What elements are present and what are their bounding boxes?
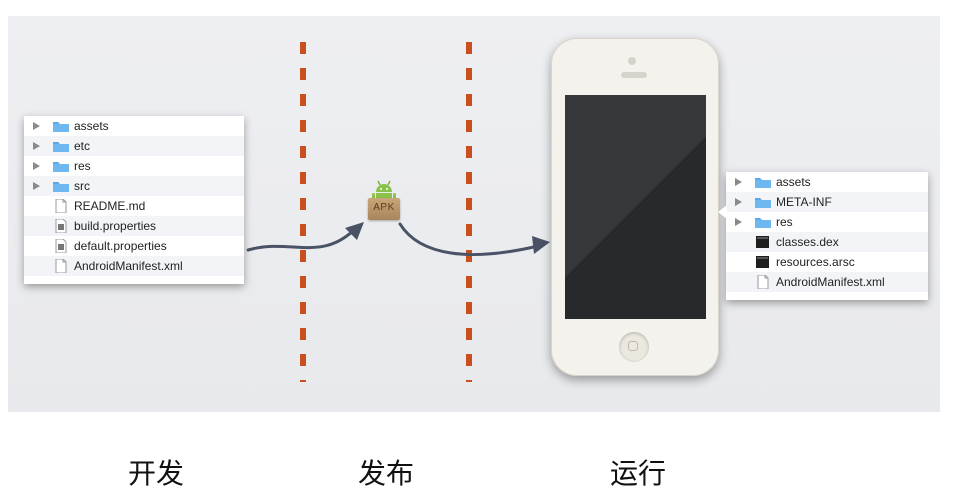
stage-divider-right <box>466 42 472 382</box>
tree-row-label: AndroidManifest.xml <box>74 259 183 273</box>
tree-row-label: resources.arsc <box>776 255 855 269</box>
disclosure-triangle-icon[interactable] <box>33 122 40 130</box>
apk-box: APK <box>368 198 400 220</box>
tree-row[interactable]: resources.arsc <box>726 252 928 272</box>
caption-run: 运行 <box>610 457 667 490</box>
home-button-icon <box>628 341 638 351</box>
tree-row[interactable]: META-INF <box>726 192 928 212</box>
tree-row[interactable]: default.properties <box>24 236 244 256</box>
tree-row-label: META-INF <box>776 195 832 209</box>
android-robot-icon <box>372 180 396 200</box>
binary-file-icon <box>754 255 772 269</box>
tree-row[interactable]: src <box>24 176 244 196</box>
tree-row-label: build.properties <box>74 219 157 233</box>
folder-icon <box>754 195 772 209</box>
disclosure-triangle-icon[interactable] <box>33 142 40 150</box>
disclosure-triangle-icon[interactable] <box>33 162 40 170</box>
caption-publish: 发布 <box>358 457 415 490</box>
phone-screen <box>565 95 706 319</box>
folder-icon <box>52 139 70 153</box>
phone <box>551 38 719 376</box>
properties-file-icon <box>52 239 70 253</box>
apk-label: APK <box>373 202 395 213</box>
tree-row[interactable]: assets <box>726 172 928 192</box>
tree-row-label: classes.dex <box>776 235 839 249</box>
file-icon <box>52 259 70 273</box>
folder-icon <box>52 119 70 133</box>
disclosure-triangle-icon[interactable] <box>735 178 742 186</box>
binary-file-icon <box>754 235 772 249</box>
tree-row-label: src <box>74 179 90 193</box>
file-icon <box>52 199 70 213</box>
phone-speaker <box>621 72 647 78</box>
tree-row[interactable]: res <box>726 212 928 232</box>
properties-file-icon <box>52 219 70 233</box>
tree-row-label: res <box>776 215 793 229</box>
tree-row-label: assets <box>74 119 109 133</box>
apk-package: APK <box>366 178 402 224</box>
folder-icon <box>754 215 772 229</box>
disclosure-triangle-icon[interactable] <box>33 182 40 190</box>
tree-row[interactable]: classes.dex <box>726 232 928 252</box>
file-icon <box>754 275 772 289</box>
tree-row[interactable]: README.md <box>24 196 244 216</box>
tree-row-label: etc <box>74 139 91 153</box>
folder-icon <box>52 159 70 173</box>
caption-develop: 开发 <box>128 457 185 490</box>
tree-row[interactable]: etc <box>24 136 244 156</box>
tree-row-label: default.properties <box>74 239 167 253</box>
tree-row[interactable]: build.properties <box>24 216 244 236</box>
stage-divider-left <box>300 42 306 382</box>
tree-row[interactable]: res <box>24 156 244 176</box>
tree-row[interactable]: AndroidManifest.xml <box>726 272 928 292</box>
tree-row-label: res <box>74 159 91 173</box>
disclosure-triangle-icon[interactable] <box>735 218 742 226</box>
tree-row-label: AndroidManifest.xml <box>776 275 885 289</box>
phone-home-button <box>619 332 649 362</box>
tree-row[interactable]: assets <box>24 116 244 136</box>
tree-row-label: assets <box>776 175 811 189</box>
tree-row-label: README.md <box>74 199 146 213</box>
tree-row[interactable]: AndroidManifest.xml <box>24 256 244 276</box>
callout-pointer <box>718 205 727 219</box>
folder-icon <box>754 175 772 189</box>
disclosure-triangle-icon[interactable] <box>735 198 742 206</box>
folder-icon <box>52 179 70 193</box>
phone-camera <box>628 57 636 65</box>
